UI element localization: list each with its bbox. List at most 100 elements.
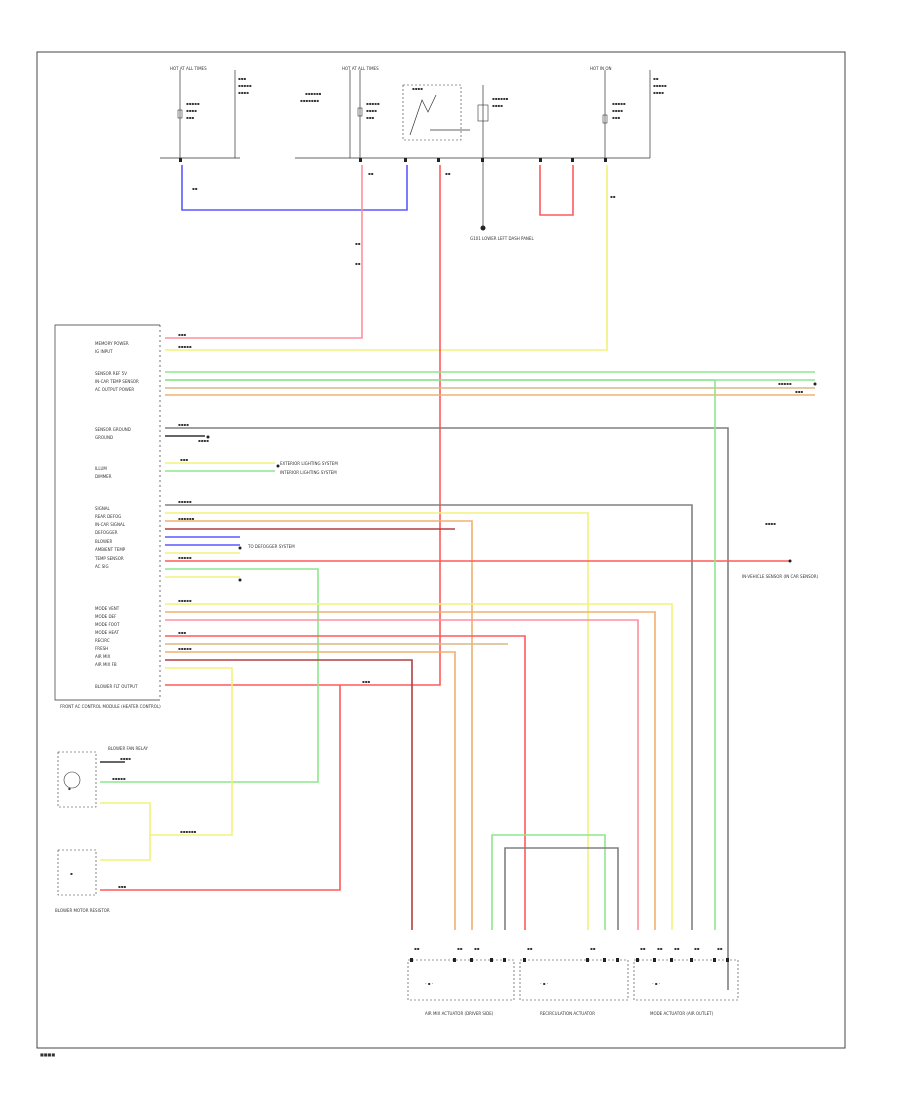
pink-wire-mode-foot bbox=[165, 619, 639, 930]
svg-text:▪: ▪ bbox=[68, 786, 71, 791]
svg-text:FRESH: FRESH bbox=[95, 646, 108, 651]
green-wire-jumper bbox=[491, 834, 606, 930]
svg-text:DIMMER: DIMMER bbox=[95, 474, 112, 479]
gray-wire-jumper bbox=[504, 847, 619, 930]
svg-text:SIGNAL: SIGNAL bbox=[95, 506, 111, 511]
svg-text:▪▪▪: ▪▪▪ bbox=[795, 389, 803, 394]
svg-text:BLOWER: BLOWER bbox=[95, 539, 112, 544]
blower-resistor-component: ▪ bbox=[57, 849, 97, 896]
fuse-box-3: HOT IN ON ▪▪▪▪▪▪▪▪▪▪▪▪ ▪▪▪▪▪▪▪▪▪▪▪ bbox=[590, 66, 667, 158]
svg-text:- ▪ -: - ▪ - bbox=[652, 981, 661, 986]
pink-wire-memory bbox=[165, 165, 363, 339]
recirc-actuator-box bbox=[519, 959, 629, 1001]
svg-text:IG INPUT: IG INPUT bbox=[95, 349, 113, 354]
fuse-box-3-label: HOT IN ON bbox=[590, 66, 611, 71]
green-wire-mode-actuator bbox=[165, 379, 716, 930]
svg-text:▪▪▪▪: ▪▪▪▪ bbox=[366, 108, 377, 113]
svg-text:▪▪▪: ▪▪▪ bbox=[612, 115, 620, 120]
module-pin-labels: MEMORY POWER IG INPUT SENSOR REF 5V IN-C… bbox=[94, 341, 139, 689]
orange-wire-incar bbox=[165, 520, 473, 930]
diagram-border bbox=[36, 51, 846, 1049]
yellow-wire-defog bbox=[165, 512, 589, 930]
svg-text:MODE HEAT: MODE HEAT bbox=[95, 630, 119, 635]
bottom-connector-pins bbox=[410, 958, 729, 962]
svg-text:▪▪▪▪▪▪: ▪▪▪▪▪▪ bbox=[178, 516, 195, 521]
svg-text:▪▪▪▪: ▪▪▪▪ bbox=[653, 90, 664, 95]
svg-text:▪▪: ▪▪ bbox=[657, 946, 663, 951]
headlight-label: EXTERIOR LIGHTING SYSTEM bbox=[280, 461, 338, 466]
svg-text:▪▪▪▪▪: ▪▪▪▪▪ bbox=[612, 101, 626, 106]
svg-text:▪▪▪: ▪▪▪ bbox=[362, 679, 370, 684]
svg-text:▪▪: ▪▪ bbox=[610, 194, 616, 199]
fuse-box-1: HOT AT ALL TIMES ▪▪▪▪▪▪▪▪▪▪▪▪ ▪▪▪▪▪▪▪▪▪▪… bbox=[170, 66, 252, 158]
svg-text:MEMORY POWER: MEMORY POWER bbox=[95, 341, 129, 346]
blower-relay-label: BLOWER FAN RELAY bbox=[108, 746, 148, 751]
svg-text:MODE FOOT: MODE FOOT bbox=[95, 622, 120, 627]
blower-relay: ▪▪▪▪ ▪▪▪▪▪▪▪▪▪▪ bbox=[402, 84, 509, 200]
svg-text:▪▪▪▪▪: ▪▪▪▪▪ bbox=[178, 598, 192, 603]
fuse-icon bbox=[357, 107, 363, 117]
svg-text:- ▪ -: - ▪ - bbox=[540, 981, 549, 986]
svg-text:▪▪▪: ▪▪▪ bbox=[238, 76, 246, 81]
page-label: ■■■■ bbox=[40, 1052, 55, 1057]
red-wire-blower bbox=[165, 165, 441, 686]
svg-text:▪▪▪▪: ▪▪▪▪ bbox=[198, 438, 209, 443]
svg-text:AC SIG: AC SIG bbox=[95, 564, 109, 569]
svg-text:▪▪: ▪▪ bbox=[457, 946, 463, 951]
front-ac-control-module: FRONT AC CONTROL MODULE (HEATER CONTROL)… bbox=[54, 324, 161, 709]
svg-text:▪▪: ▪▪ bbox=[355, 261, 361, 266]
air-mix-actuator-box bbox=[407, 959, 515, 1001]
defogger-label: TO DEFOGGER SYSTEM bbox=[247, 544, 295, 549]
svg-text:▪▪▪: ▪▪▪ bbox=[178, 332, 186, 337]
svg-text:▪▪▪▪▪: ▪▪▪▪▪ bbox=[238, 83, 252, 88]
yellow-wire-blower-link bbox=[100, 802, 151, 861]
svg-text:▪▪: ▪▪ bbox=[414, 946, 420, 951]
svg-text:▪▪: ▪▪ bbox=[674, 946, 680, 951]
wire-tags: ▪▪▪▪▪▪ ▪▪▪▪▪▪ ▪▪▪▪▪▪▪▪ ▪▪▪▪▪▪▪▪ ▪▪▪▪▪▪▪ … bbox=[112, 171, 803, 889]
svg-text:AIR MIX: AIR MIX bbox=[95, 654, 111, 659]
red-wire-resistor bbox=[100, 685, 341, 891]
svg-text:▪▪▪▪: ▪▪▪▪ bbox=[612, 108, 623, 113]
fuse-box-2: HOT AT ALL TIMES ▪▪▪▪▪▪▪▪▪▪▪▪▪ ▪▪▪▪▪▪▪▪▪… bbox=[300, 66, 380, 158]
svg-text:REAR DEFOG: REAR DEFOG bbox=[95, 514, 121, 519]
yellow-wire-mode-vent bbox=[165, 603, 673, 930]
recirc-actuator-label: RECIRCULATION ACTUATOR bbox=[540, 1011, 595, 1016]
svg-text:▪▪▪▪: ▪▪▪▪ bbox=[186, 108, 197, 113]
svg-text:▪▪▪▪▪: ▪▪▪▪▪ bbox=[178, 499, 192, 504]
gray-wire-sensor-ground bbox=[165, 427, 729, 990]
top-fuse-section: HOT AT ALL TIMES ▪▪▪▪▪▪▪▪▪▪▪▪ ▪▪▪▪▪▪▪▪▪▪… bbox=[160, 66, 667, 241]
svg-text:▪▪: ▪▪ bbox=[355, 241, 361, 246]
svg-text:▪▪: ▪▪ bbox=[527, 946, 533, 951]
svg-text:DEFOGGER: DEFOGGER bbox=[95, 530, 118, 535]
yellow-wire-blower-flt bbox=[150, 667, 233, 836]
blower-relay-component: ▪ bbox=[57, 751, 97, 808]
green-wire-temp-sensor bbox=[100, 568, 319, 783]
svg-text:▪▪▪▪▪: ▪▪▪▪▪ bbox=[186, 101, 200, 106]
orange-wire-air-mix bbox=[165, 651, 456, 930]
svg-text:▪▪▪▪: ▪▪▪▪ bbox=[120, 756, 131, 761]
air-mix-actuator-label: AIR MIX ACTUATOR (DRIVER SIDE) bbox=[425, 1011, 494, 1016]
svg-text:▪▪▪▪▪: ▪▪▪▪▪ bbox=[366, 101, 380, 106]
svg-text:▪▪: ▪▪ bbox=[717, 946, 723, 951]
svg-text:▪▪▪▪▪: ▪▪▪▪▪ bbox=[112, 776, 126, 781]
fuse-icon bbox=[602, 114, 608, 124]
svg-text:▪▪▪▪▪: ▪▪▪▪▪ bbox=[178, 646, 192, 651]
svg-text:▪▪▪: ▪▪▪ bbox=[118, 884, 126, 889]
mode-actuator-label: MODE ACTUATOR (AIR OUTLET) bbox=[650, 1011, 714, 1016]
svg-text:▪▪▪▪▪▪▪: ▪▪▪▪▪▪▪ bbox=[300, 98, 319, 103]
gray-wire-signal bbox=[165, 504, 693, 930]
bottom-actuators: AIR MIX ACTUATOR (DRIVER SIDE) RECIRCULA… bbox=[407, 959, 739, 1016]
svg-text:▪▪: ▪▪ bbox=[640, 946, 646, 951]
svg-text:▪▪▪: ▪▪▪ bbox=[180, 457, 188, 462]
svg-text:▪▪▪▪: ▪▪▪▪ bbox=[412, 86, 423, 91]
interior-label: INTERIOR LIGHTING SYSTEM bbox=[280, 470, 337, 475]
svg-text:▪▪: ▪▪ bbox=[445, 171, 451, 176]
svg-text:▪▪▪▪: ▪▪▪▪ bbox=[765, 521, 776, 526]
control-module-label: FRONT AC CONTROL MODULE (HEATER CONTROL) bbox=[60, 704, 161, 709]
svg-text:MODE VENT: MODE VENT bbox=[95, 606, 120, 611]
svg-text:▪▪▪: ▪▪▪ bbox=[178, 630, 186, 635]
red-wire-recirc bbox=[165, 635, 526, 930]
svg-text:IN-CAR TEMP SENSOR: IN-CAR TEMP SENSOR bbox=[95, 379, 139, 384]
svg-text:▪▪▪▪: ▪▪▪▪ bbox=[238, 90, 249, 95]
